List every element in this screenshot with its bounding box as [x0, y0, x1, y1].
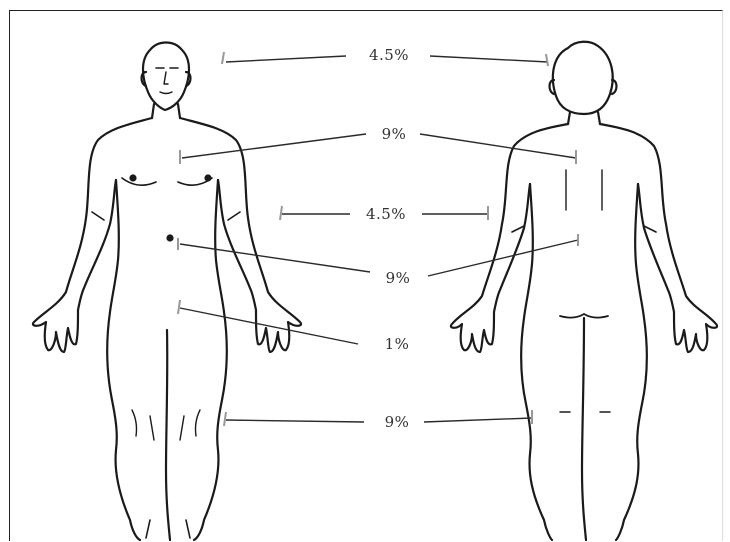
back-body-figure — [451, 42, 717, 540]
leader-abdomen-left — [180, 244, 370, 272]
front-navel — [168, 236, 173, 241]
leader-leg-right — [424, 418, 532, 422]
back-right-arm-outline — [600, 124, 717, 352]
leader-genitals — [180, 308, 358, 344]
front-leg-divider — [166, 330, 170, 540]
front-mouth — [160, 92, 172, 94]
label-arms: 4.5% — [364, 205, 408, 223]
back-head-outline — [553, 42, 613, 114]
leader-head-left — [226, 56, 346, 62]
front-torso-right — [194, 180, 227, 540]
back-ears — [550, 80, 617, 94]
label-abdomen-lower-back: 9% — [384, 269, 413, 287]
back-torso-right — [616, 184, 647, 540]
front-nose — [164, 72, 168, 84]
label-genitals: 1% — [383, 335, 412, 353]
front-right-nipple — [206, 176, 211, 181]
back-shoulder-blades — [566, 170, 602, 210]
leader-lines — [180, 56, 578, 422]
leader-chest-left — [182, 134, 366, 158]
label-head-neck: 4.5% — [367, 46, 411, 64]
leader-chest-right — [420, 134, 576, 158]
front-left-nipple — [131, 176, 136, 181]
front-elbows — [92, 212, 240, 220]
back-left-arm-outline — [451, 124, 568, 352]
leader-end-ticks — [178, 52, 578, 426]
back-leg-divider — [582, 318, 586, 540]
leader-head-right — [430, 56, 548, 62]
front-torso-outline — [107, 180, 140, 540]
front-body-figure — [33, 43, 301, 541]
front-neck — [152, 104, 180, 118]
front-left-arm-outline — [33, 118, 152, 352]
back-torso-left — [521, 184, 552, 540]
leader-leg-left — [226, 420, 364, 422]
front-right-arm-outline — [180, 118, 301, 352]
leader-abdomen-right — [428, 240, 578, 276]
label-chest-upper-back: 9% — [380, 125, 409, 143]
back-elbows — [512, 226, 656, 232]
label-legs: 9% — [383, 413, 412, 431]
